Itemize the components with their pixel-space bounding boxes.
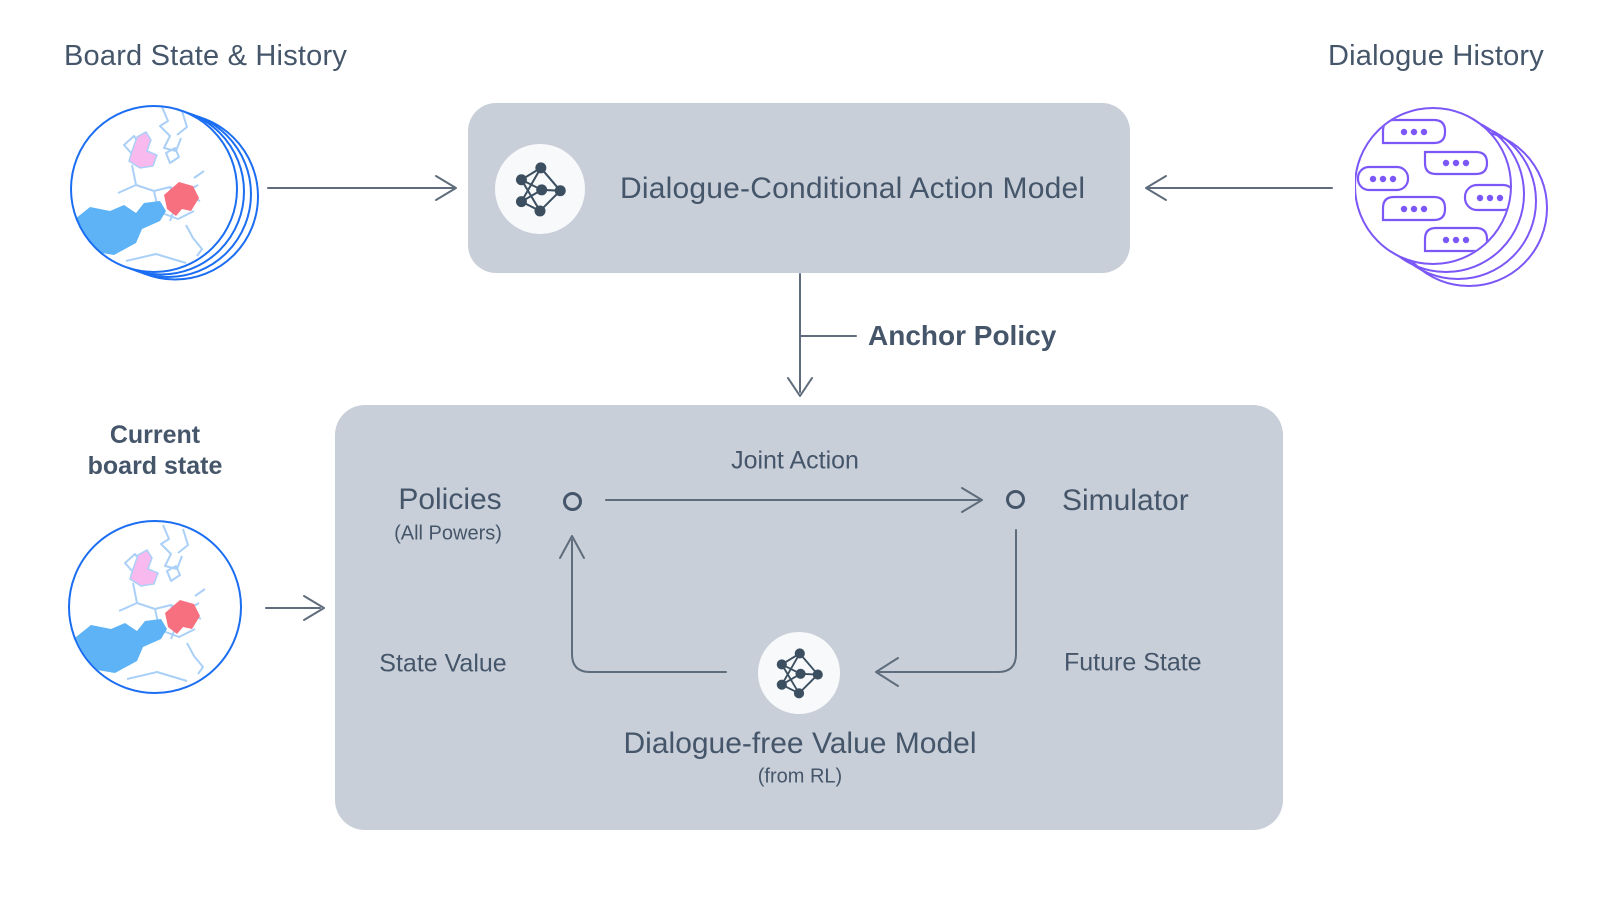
state-value-label: State Value: [379, 649, 507, 678]
policies-label: Policies: [398, 483, 502, 516]
value-model-subtitle: (from RL): [757, 765, 843, 788]
policies-port-ring: [563, 492, 582, 511]
dialogue-history-icon: [1355, 107, 1548, 287]
board-history-map-icon: [70, 105, 259, 281]
current-board-state-line2: board state: [87, 452, 223, 480]
arrow-dialogue-to-action-model: [1145, 175, 1333, 201]
value-model-title: Dialogue-free Value Model: [623, 727, 977, 760]
arrow-anchor-policy: [787, 273, 857, 397]
dialogue-history-label: Dialogue History: [1328, 40, 1544, 72]
current-board-state-label: Current board state: [88, 420, 223, 482]
joint-action-label: Joint Action: [731, 446, 859, 475]
action-model-icon-circle: [495, 144, 585, 234]
arrow-board-to-loop: [265, 595, 325, 621]
current-board-state-line1: Current: [109, 421, 201, 449]
simulator-port-ring: [1006, 490, 1025, 509]
simulator-label: Simulator: [1062, 484, 1189, 517]
future-state-label: Future State: [1064, 648, 1202, 677]
arrow-board-to-action-model: [267, 175, 457, 201]
board-state-history-label: Board State & History: [64, 40, 348, 72]
neural-network-icon: [515, 162, 566, 217]
map-borders: [118, 524, 206, 682]
value-model-icon-circle: [758, 632, 840, 714]
anchor-policy-label: Anchor Policy: [868, 320, 1057, 351]
planning-loop-panel: [335, 405, 1283, 830]
neural-network-icon: [776, 648, 823, 699]
action-model-title: Dialogue-Conditional Action Model: [620, 172, 1086, 205]
policies-subtitle: (All Powers): [394, 522, 502, 545]
current-board-map-icon: [68, 520, 242, 694]
chat-bubble-icon: [1356, 118, 1510, 253]
